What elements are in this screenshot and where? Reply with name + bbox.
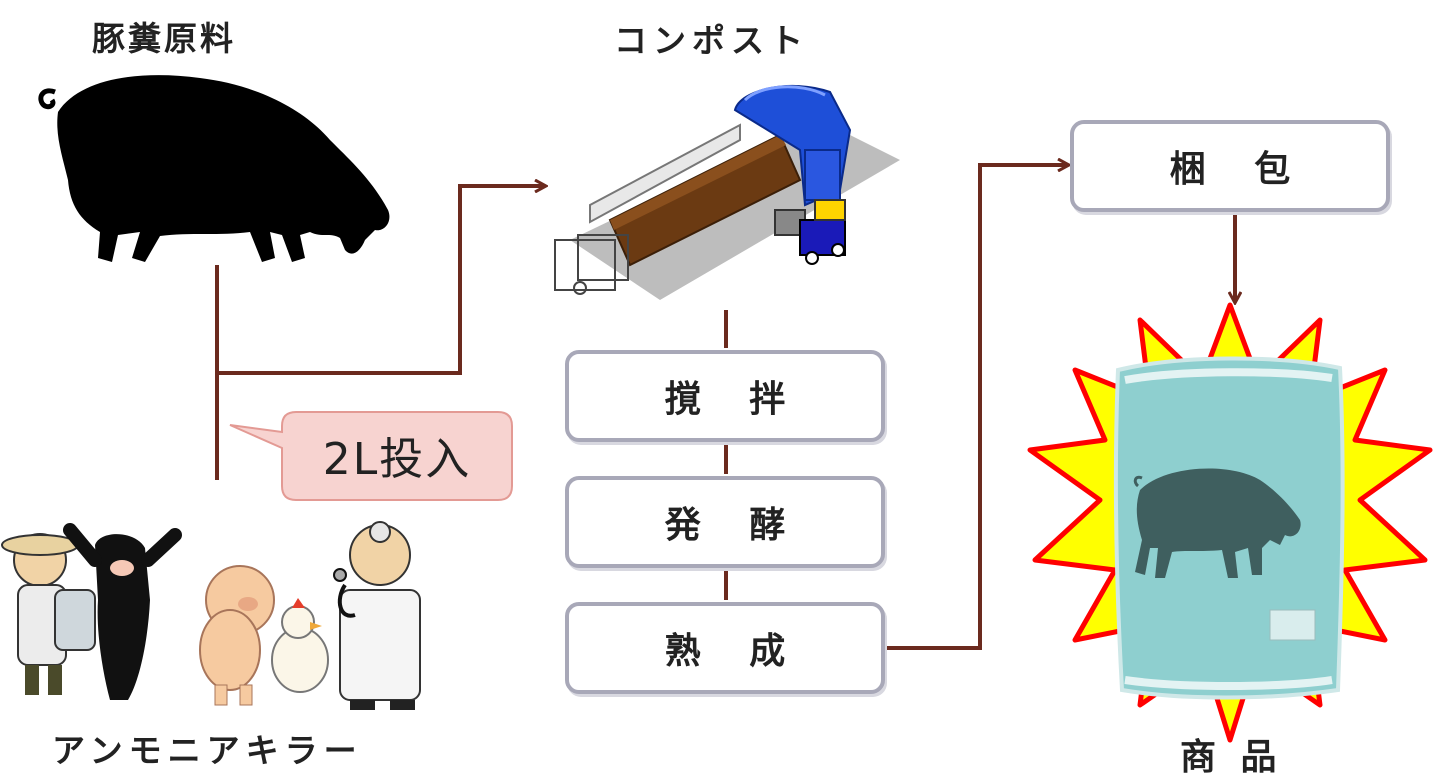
arrow-to-pack (886, 165, 1068, 650)
characters-illustration (1, 521, 421, 710)
step-mature-box: 熟 成 (565, 602, 885, 694)
compost-label: コンポスト (614, 21, 809, 60)
step-ferment-box: 発 酵 (565, 476, 885, 568)
pig-manure-label: 豚糞原料 (92, 19, 236, 58)
step-mature-label: 熟 成 (664, 631, 804, 672)
callout-bubble (229, 411, 513, 501)
product-label: 商 品 (1180, 737, 1283, 778)
callout-text: 2L投入 (322, 434, 472, 485)
ammonia-killer-label: アンモニアキラー (52, 731, 363, 770)
step-ferment-label: 発 酵 (664, 505, 804, 546)
connector-lines (215, 165, 1235, 650)
product-bag-icon (1113, 356, 1345, 700)
compost-facility-icon (554, 84, 900, 300)
step-pack-label: 梱 包 (1169, 149, 1309, 190)
arrow-to-compost (217, 186, 545, 375)
step-pack-box: 梱 包 (1070, 120, 1390, 212)
pig-silhouette-icon (38, 75, 390, 262)
step-stir-box: 撹 拌 (565, 350, 885, 442)
step-stir-label: 撹 拌 (664, 379, 804, 420)
